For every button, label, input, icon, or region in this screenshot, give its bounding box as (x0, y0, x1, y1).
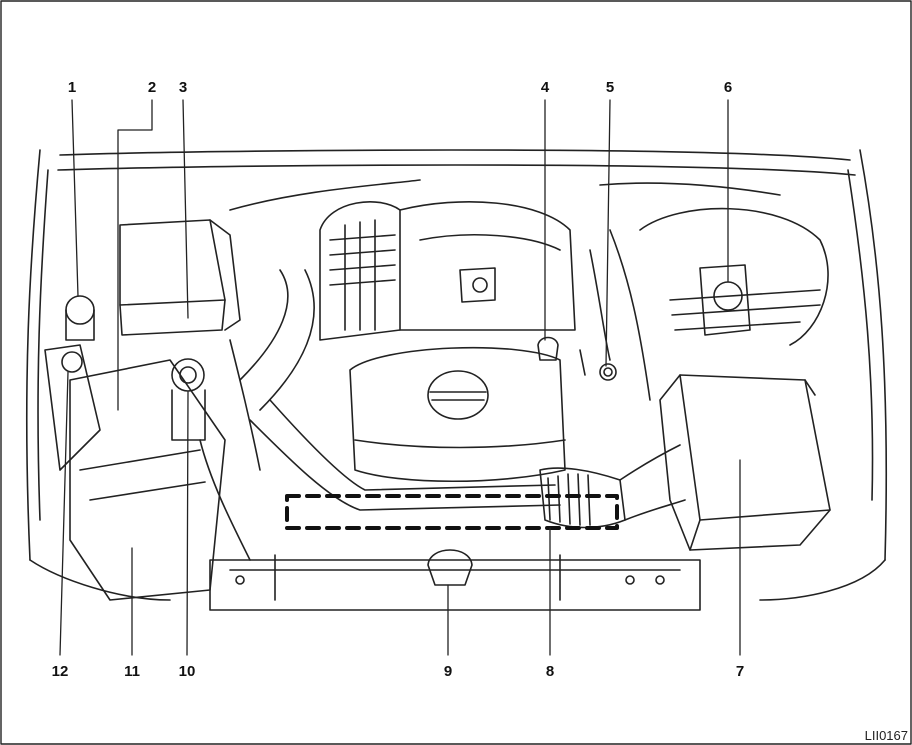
radiator-cap (427, 549, 473, 586)
hoses (199, 179, 781, 561)
callout-5: 5 (605, 79, 615, 96)
highlight-dashed-box (285, 494, 619, 530)
intake-manifold (319, 201, 576, 341)
callout-9: 9 (443, 663, 453, 680)
callout-1: 1 (67, 79, 77, 96)
hood-outline (25, 149, 888, 601)
callout-11: 11 (124, 663, 140, 680)
callout-3: 3 (178, 79, 188, 96)
fuse-box (119, 219, 241, 336)
callout-4: 4 (540, 79, 550, 96)
callout-8: 8 (545, 663, 555, 680)
figure-code: LII0167 (864, 728, 908, 743)
radiator-support (209, 554, 701, 611)
callout-7: 7 (735, 663, 745, 680)
fluid-reservoir-cap-10 (171, 358, 206, 441)
callout-12: 12 (51, 663, 69, 680)
battery-block (44, 344, 226, 601)
engine-cover (349, 346, 566, 483)
callout-2: 2 (147, 79, 157, 96)
brake-fluid-reservoir (639, 207, 829, 346)
callout-6: 6 (723, 79, 733, 96)
air-cleaner-box (659, 374, 831, 551)
leader-lines (59, 99, 741, 656)
washer-reservoir-cap-1 (65, 295, 95, 341)
air-intake-duct (239, 269, 686, 529)
callout-10: 10 (178, 663, 196, 680)
dipstick-area (537, 336, 617, 381)
